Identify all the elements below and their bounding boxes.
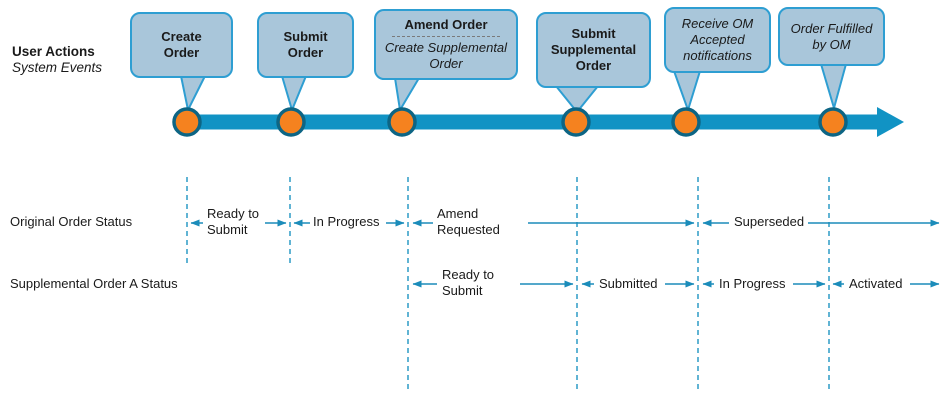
segment-label: Superseded [734, 214, 804, 230]
bubble-line: Order [163, 45, 200, 60]
bubble-tail [393, 77, 421, 113]
bubble-submit-order: Submit Order [257, 12, 354, 78]
bubble-line: Submit [283, 29, 328, 44]
segment-label: Amend Requested [437, 206, 500, 238]
legend: User Actions System Events [12, 44, 102, 76]
bubble-submit-supplemental-order: Submit Supplemental Order [536, 12, 651, 88]
timeline-node [561, 107, 591, 137]
bubble-receive-om-accepted: Receive OM Accepted notifications [664, 7, 771, 73]
segment-label-line: Ready to [442, 267, 495, 282]
bubble-divider [391, 36, 501, 37]
bubble-tail [280, 75, 308, 114]
timeline-node [671, 107, 701, 137]
bubble-line: notifications [683, 48, 752, 63]
bubble-line: Create [161, 29, 202, 44]
segment-label: Ready to Submit [207, 206, 259, 238]
bubble-line: Supplemental [550, 42, 637, 57]
segment-label-line: Submitted [599, 276, 658, 291]
timeline-node [818, 107, 848, 137]
timeline-node [276, 107, 306, 137]
segment-label-line: Activated [849, 276, 903, 291]
segment-label-line: Requested [437, 222, 500, 237]
segment-label-line: In Progress [313, 214, 380, 229]
segment-label-line: Amend [437, 206, 479, 221]
bubble-line: Receive OM [681, 16, 754, 31]
segment-label: In Progress [719, 276, 785, 292]
bubble-tail [672, 70, 702, 114]
bubble-line: Order [287, 45, 324, 60]
segment-label-line: Submit [207, 222, 248, 237]
row-label-supplemental-order-status: Supplemental Order A Status [10, 276, 178, 291]
bubble-title: Amend Order [404, 17, 488, 32]
bubble-line: Order Fulfilled [790, 20, 873, 36]
segment-label: Submitted [599, 276, 658, 292]
timeline-arrowhead-icon [877, 107, 904, 137]
bubble-tail [819, 63, 848, 112]
legend-user-actions: User Actions [12, 44, 95, 59]
bubble-create-order: Create Order [130, 12, 233, 78]
segment-label: Ready to Submit [442, 267, 494, 299]
bubble-line: Submit [571, 26, 616, 41]
bubble-tail [179, 75, 207, 114]
segment-label-line: In Progress [719, 276, 786, 291]
segment-label-line: Ready to [207, 206, 260, 221]
segment-label: In Progress [313, 214, 379, 230]
segment-label: Activated [849, 276, 902, 292]
bubble-line: by OM [812, 36, 851, 52]
row-label-original-order-status: Original Order Status [10, 214, 133, 229]
bubble-subtitle-line: Order [429, 56, 463, 71]
bubble-amend-order: Amend Order Create Supplemental Order [374, 9, 518, 80]
segment-label-line: Submit [442, 283, 483, 298]
segment-label-line: Superseded [734, 214, 805, 229]
bubble-line: Accepted [690, 32, 745, 47]
bubble-order-fulfilled: Order Fulfilled by OM [778, 7, 885, 66]
legend-system-events: System Events [12, 60, 103, 75]
bubble-line: Order [575, 58, 612, 73]
bubble-subtitle-line: Create Supplemental [384, 40, 508, 55]
timeline-node [387, 107, 417, 137]
timeline-node [172, 107, 202, 137]
